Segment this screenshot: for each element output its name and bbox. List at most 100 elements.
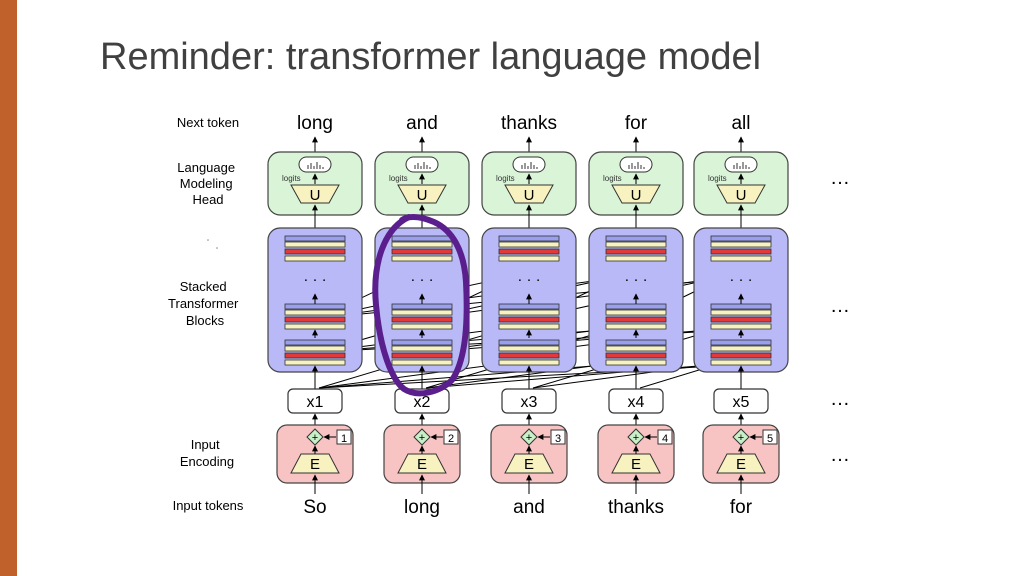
plus-symbol: +	[633, 432, 639, 444]
transformer-layer-bottom	[284, 339, 346, 366]
row-label-input-encoding-line2: Encoding	[180, 454, 234, 469]
layer-band	[605, 309, 667, 316]
x-box	[608, 388, 664, 414]
position-box	[762, 429, 778, 445]
plus-icon	[520, 428, 538, 446]
layer-band	[498, 345, 560, 352]
block-ellipsis: · · ·	[303, 271, 326, 288]
distribution-icon	[619, 156, 653, 173]
row-label-lm-head-line3: Head	[192, 192, 223, 207]
row-label-input-encoding: Input Encoding	[180, 437, 234, 469]
layer-band	[498, 255, 560, 262]
row-label-next-token: Next token	[177, 115, 239, 130]
plus-icon	[306, 428, 324, 446]
distribution-icon	[405, 156, 439, 173]
transformer-layer-bottom	[391, 339, 453, 366]
layer-band	[284, 248, 346, 255]
layer-band	[605, 241, 667, 248]
layer-band	[391, 235, 453, 242]
layer-band	[498, 316, 560, 323]
layer-band	[605, 359, 667, 366]
plus-icon	[732, 428, 750, 446]
x-label: x3	[521, 394, 538, 411]
layer-band	[284, 316, 346, 323]
layer-band	[391, 359, 453, 366]
embedding-trapezoid	[290, 453, 340, 474]
ellipsis-x: …	[830, 388, 850, 410]
layer-band	[710, 359, 772, 366]
x-label: x2	[414, 394, 431, 411]
row-label-stacked-line3: Blocks	[186, 313, 225, 328]
layer-band	[605, 255, 667, 262]
logits-label: logits	[282, 174, 301, 183]
attention-arrow	[318, 360, 631, 389]
layer-band	[284, 255, 346, 262]
position-label: 2	[448, 433, 454, 445]
x-box	[713, 388, 769, 414]
layer-band	[391, 323, 453, 330]
layer-band	[391, 309, 453, 316]
transformer-layer-bottom	[605, 339, 667, 366]
unembedding-trapezoid	[716, 184, 766, 204]
unembedding-label: U	[524, 187, 535, 204]
plus-symbol: +	[312, 432, 318, 444]
transformer-layer-bottom	[710, 339, 772, 366]
logits-label: logits	[496, 174, 515, 183]
layer-band	[498, 352, 560, 359]
layer-band	[605, 323, 667, 330]
layer-band	[284, 309, 346, 316]
input-token-label: So	[303, 497, 326, 518]
layer-band	[710, 255, 772, 262]
ellipsis-blocks: …	[830, 295, 850, 317]
layer-band	[498, 235, 560, 242]
x-label: x5	[733, 394, 750, 411]
row-label-input-tokens: Input tokens	[173, 498, 244, 513]
embedding-label: E	[524, 456, 534, 473]
input-token-label: and	[513, 497, 545, 518]
logits-label: logits	[389, 174, 408, 183]
layer-band	[605, 303, 667, 310]
row-label-lm-head-line2: Modeling	[180, 176, 233, 191]
block-ellipsis: · · ·	[517, 271, 540, 288]
position-box	[657, 429, 673, 445]
embedding-label: E	[631, 456, 641, 473]
layer-band	[391, 339, 453, 346]
layer-band	[710, 248, 772, 255]
page-title: Reminder: transformer language model	[100, 36, 762, 78]
transformer-layer-top	[710, 235, 772, 262]
distribution-icon	[298, 156, 332, 173]
input-token-label: long	[404, 497, 440, 518]
x-label: x4	[628, 394, 645, 411]
plus-symbol: +	[738, 432, 744, 444]
plus-symbol: +	[526, 432, 532, 444]
layer-band	[710, 241, 772, 248]
layer-band	[391, 241, 453, 248]
unembedding-label: U	[310, 187, 321, 204]
distribution-icon	[724, 156, 758, 173]
layer-band	[391, 303, 453, 310]
embedding-trapezoid	[611, 453, 661, 474]
row-label-stacked-line2: Transformer	[168, 296, 239, 311]
annotation-circle	[372, 214, 470, 397]
distribution-icon	[512, 156, 546, 173]
x-label: x1	[307, 394, 324, 411]
layer-band	[284, 352, 346, 359]
layer-band	[391, 248, 453, 255]
unembedding-trapezoid	[611, 184, 661, 204]
transformer-layer-middle	[498, 303, 560, 330]
layer-band	[284, 241, 346, 248]
transformer-layer-top	[498, 235, 560, 262]
next-token-label: long	[297, 113, 333, 134]
unembedding-trapezoid	[397, 184, 447, 204]
input-token-label: for	[730, 497, 753, 518]
embedding-trapezoid	[504, 453, 554, 474]
embedding-label: E	[736, 456, 746, 473]
layer-band	[498, 248, 560, 255]
layer-band	[284, 235, 346, 242]
layer-band	[284, 359, 346, 366]
logits-label: logits	[708, 174, 727, 183]
